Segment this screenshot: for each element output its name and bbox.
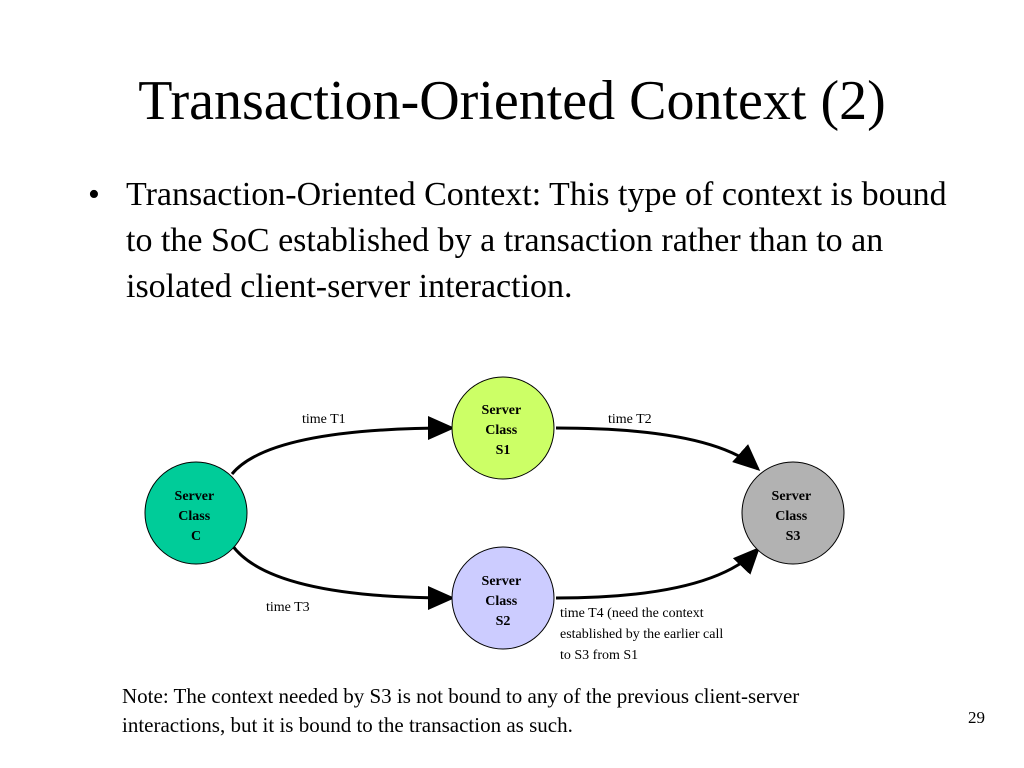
node-s2-circle — [451, 546, 555, 650]
node-s3-label-line-2: Class — [775, 509, 807, 524]
node-s2-label-line-1: Server — [482, 574, 521, 589]
edge-label-t4-line-3: to S3 from S1 — [560, 648, 638, 663]
node-c-label: Server Class C — [175, 489, 218, 544]
bullet-marker: • — [88, 176, 100, 213]
edge-label-t4-line-1: time T4 (need the context — [560, 606, 704, 621]
node-s1-label-line-3: S1 — [496, 443, 511, 458]
node-s2-label-line-2: Class — [485, 594, 517, 609]
edge-label-t3: time T3 — [266, 600, 310, 615]
edge-label-t4: time T4 (need the context established by… — [560, 606, 727, 663]
node-server-class-s1: Server Class S1 — [451, 376, 555, 480]
node-c-circle — [144, 461, 248, 565]
node-s1-label: Server Class S1 — [482, 403, 525, 458]
edge-c-to-s1 — [230, 416, 455, 475]
node-s3-circle — [741, 461, 845, 565]
node-s3-label-line-3: S3 — [786, 529, 801, 544]
node-s2-label: Server Class S2 — [482, 574, 525, 629]
edge-c-to-s2 — [230, 544, 455, 610]
footnote: Note: The context needed by S3 is not bo… — [122, 684, 800, 737]
slide-title: Transaction-Oriented Context (2) — [138, 70, 886, 132]
edge-label-t4-line-2: established by the earlier call — [560, 627, 723, 642]
edge-s1-to-s3 — [555, 426, 761, 471]
bullet-text: Transaction-Oriented Context: This type … — [126, 176, 947, 305]
bullet-item: • Transaction-Oriented Context: This typ… — [88, 172, 948, 310]
node-c-label-line-3: C — [191, 529, 201, 544]
edge-s2-to-s3 — [555, 546, 761, 600]
node-s3-label-line-1: Server — [772, 489, 811, 504]
edge-label-t2: time T2 — [608, 412, 652, 427]
node-server-class-s3: Server Class S3 — [741, 461, 845, 565]
node-server-class-s2: Server Class S2 — [451, 546, 555, 650]
node-server-class-c: Server Class C — [144, 461, 248, 565]
node-c-label-line-2: Class — [178, 509, 210, 524]
node-s1-label-line-1: Server — [482, 403, 521, 418]
node-s2-label-line-3: S2 — [496, 614, 511, 629]
node-s3-label: Server Class S3 — [772, 489, 815, 544]
node-c-label-line-1: Server — [175, 489, 214, 504]
node-s1-circle — [451, 376, 555, 480]
edge-label-t1: time T1 — [302, 412, 346, 427]
page-number: 29 — [968, 708, 985, 727]
node-s1-label-line-2: Class — [485, 423, 517, 438]
